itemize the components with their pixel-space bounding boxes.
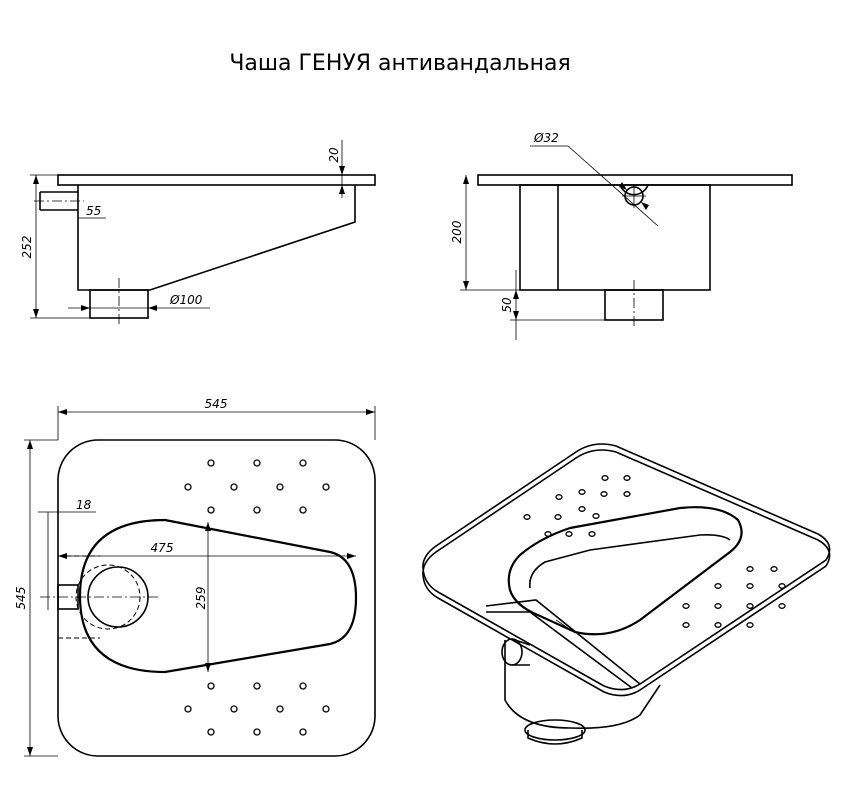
- drawing-title: Чаша ГЕНУЯ антивандальная: [229, 51, 570, 76]
- dim-259: 259: [194, 587, 208, 610]
- dim-55: 55: [86, 204, 101, 218]
- iso-holes-lower: [682, 566, 786, 628]
- plan-holes-lower: [184, 682, 330, 736]
- dim-d100: Ø100: [169, 293, 203, 307]
- front-view: 20 55 252 Ø100: [20, 140, 376, 326]
- iso-holes-upper: [523, 475, 631, 537]
- dim-50: 50: [500, 297, 514, 313]
- dim-545-top: 545: [205, 397, 228, 411]
- iso-plate-top: [422, 443, 831, 691]
- isometric-view: [422, 443, 831, 745]
- iso-bowl-opening: [507, 506, 743, 636]
- side-body: [519, 184, 711, 291]
- iso-plate-bottom: [422, 449, 831, 697]
- dim-20: 20: [327, 147, 341, 163]
- side-view: Ø32 200 50: [450, 131, 793, 340]
- iso-body: [504, 640, 661, 730]
- dim-252: 252: [20, 236, 34, 259]
- side-plate: [477, 174, 793, 186]
- plan-holes-upper: [184, 459, 330, 514]
- dim-475: 475: [151, 541, 174, 555]
- plan-bowl-opening: [78, 518, 358, 674]
- dim-d32: Ø32: [533, 131, 559, 145]
- dim-18: 18: [76, 498, 92, 512]
- dim-545-side: 545: [14, 587, 28, 610]
- front-plate: [57, 174, 376, 186]
- front-body: [77, 185, 356, 291]
- dim-200: 200: [450, 220, 464, 243]
- plan-view: 545 545 18 475 259: [14, 397, 376, 757]
